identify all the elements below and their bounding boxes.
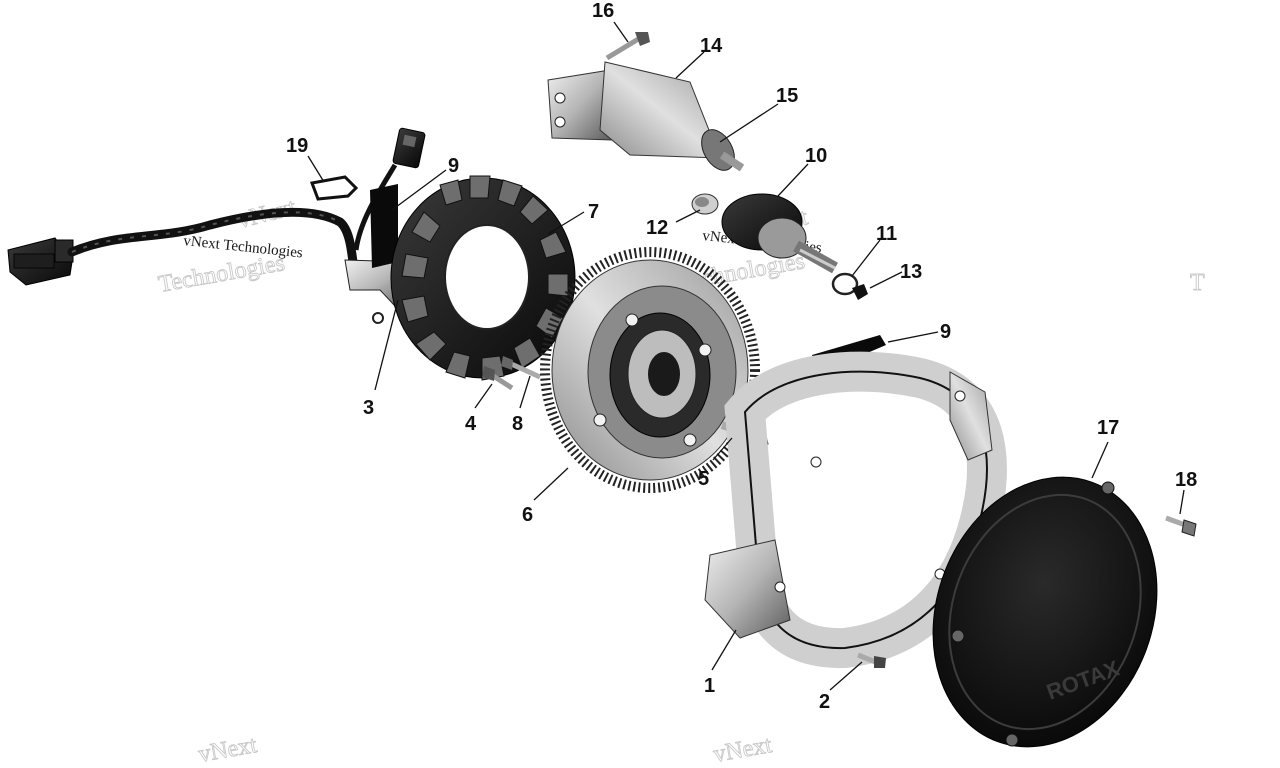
callout-1: 1 [704,675,715,697]
callout-8: 8 [512,413,523,435]
part-bolt-16 [605,32,650,61]
watermark-partial-right: T [1190,270,1205,296]
callout-13: 13 [900,261,922,283]
callout-17: 17 [1097,417,1119,439]
part-stator [390,175,576,381]
callout-9-bottom: 9 [940,321,951,343]
callout-10: 10 [805,145,827,167]
callout-12: 12 [646,217,668,239]
part-starter-drive [721,193,838,274]
callout-18: 18 [1175,469,1197,491]
watermark-bottom-left: vNext [197,732,260,768]
callout-19: 19 [286,135,308,157]
part-cap-13 [852,284,868,300]
callout-16: 16 [592,0,614,22]
part-bolt-2 [857,652,886,668]
callout-5: 5 [698,468,709,490]
part-bushing-12 [691,193,719,215]
callout-6: 6 [522,504,533,526]
callout-9-top: 9 [448,155,459,177]
part-ring-11 [831,272,859,296]
part-wire-harness [7,127,426,324]
callout-4: 4 [465,413,477,435]
part-clamp [309,175,359,201]
part-flywheel [540,247,760,493]
watermark-bottom-right: vNext [712,732,775,768]
callout-11: 11 [876,223,897,245]
callout-14: 14 [700,35,723,57]
part-bolt-8 [501,356,542,380]
watermark-brand-bottom: Technologies [157,250,287,298]
part-bolt-18 [1165,515,1197,537]
callout-7: 7 [588,201,599,223]
callout-3: 3 [363,397,374,419]
callout-labels: 16 14 15 10 19 9 7 12 11 13 9 3 4 8 5 6 … [286,0,1197,713]
part-starter-motor [547,61,745,172]
callout-15: 15 [776,85,798,107]
callout-2: 2 [819,691,830,713]
leader-lines [307,21,1185,691]
part-magneto-cover: ROTAX [932,476,1158,748]
part-bolt-4 [482,366,514,391]
